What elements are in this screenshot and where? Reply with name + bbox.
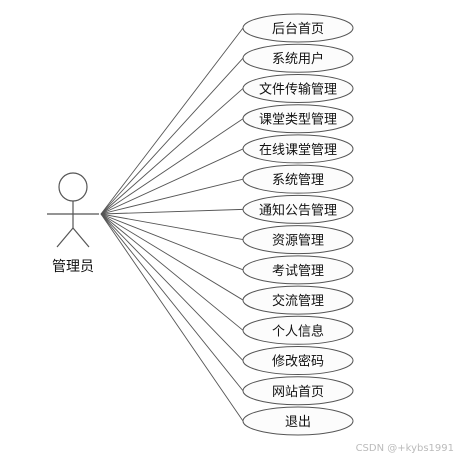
actor-head xyxy=(58,172,88,202)
association-line xyxy=(100,213,244,301)
use-case-label: 资源管理 xyxy=(272,234,324,249)
association-line xyxy=(100,57,244,215)
use-case-label: 通知公告管理 xyxy=(259,202,337,218)
actor-label: 管理员 xyxy=(52,259,94,275)
watermark: CSDN @+kybs1991 xyxy=(356,443,454,454)
use-case: 通知公告管理 xyxy=(242,194,354,224)
use-case-ellipse xyxy=(242,225,354,255)
use-case: 系统管理 xyxy=(242,164,354,194)
use-case: 在线课堂管理 xyxy=(242,134,354,164)
use-case-ellipse xyxy=(242,13,354,43)
association-line xyxy=(100,213,244,331)
use-case-label: 网站首页 xyxy=(272,385,324,400)
use-case: 考试管理 xyxy=(242,255,354,285)
actor xyxy=(47,172,99,248)
use-case-label: 退出 xyxy=(285,415,311,430)
use-case: 交流管理 xyxy=(242,285,354,315)
use-case-ellipse xyxy=(242,43,354,73)
use-case-ellipse xyxy=(242,134,354,164)
use-case-ellipse xyxy=(242,346,354,376)
association-line xyxy=(100,213,244,241)
use-case-ellipse xyxy=(242,285,354,315)
use-case: 文件传输管理 xyxy=(242,73,354,103)
association-line xyxy=(100,213,244,271)
use-case-label: 课堂类型管理 xyxy=(259,113,337,128)
use-case-label: 修改密码 xyxy=(272,354,324,370)
use-case-ellipse xyxy=(242,164,354,194)
use-case: 个人信息 xyxy=(242,315,354,345)
use-case: 课堂类型管理 xyxy=(242,104,354,134)
association-line xyxy=(100,118,244,215)
use-case: 退出 xyxy=(242,406,354,436)
association-line xyxy=(100,27,244,215)
use-case-ellipse xyxy=(242,255,354,285)
association-line xyxy=(100,213,244,361)
use-case: 网站首页 xyxy=(242,376,354,406)
use-case: 修改密码 xyxy=(242,346,354,376)
use-case-list: 后台首页系统用户文件传输管理课堂类型管理在线课堂管理系统管理通知公告管理资源管理… xyxy=(242,13,354,436)
association-line xyxy=(100,88,244,215)
use-case-ellipse xyxy=(242,194,354,224)
use-case-label: 文件传输管理 xyxy=(259,81,337,97)
use-case-ellipse xyxy=(242,104,354,134)
use-case-label: 后台首页 xyxy=(272,22,324,37)
use-case-label: 考试管理 xyxy=(272,264,324,279)
use-case-ellipse xyxy=(242,406,354,436)
use-case: 系统用户 xyxy=(242,43,354,73)
actor-left-leg xyxy=(56,227,74,248)
use-case-label: 系统用户 xyxy=(272,51,324,67)
association-line xyxy=(100,148,244,215)
use-case-label: 交流管理 xyxy=(272,293,324,309)
use-case-label: 在线课堂管理 xyxy=(259,143,337,158)
use-case: 后台首页 xyxy=(242,13,354,43)
actor-right-leg xyxy=(72,227,90,248)
use-case-label: 系统管理 xyxy=(272,173,324,188)
association-line xyxy=(100,213,244,422)
use-case-ellipse xyxy=(242,315,354,345)
association-line xyxy=(100,178,244,215)
association-lines xyxy=(100,27,244,422)
association-line xyxy=(100,213,244,392)
use-case-label: 个人信息 xyxy=(272,323,324,339)
association-line xyxy=(100,208,244,215)
use-case-ellipse xyxy=(242,73,354,103)
use-case: 资源管理 xyxy=(242,225,354,255)
use-case-ellipse xyxy=(242,376,354,406)
